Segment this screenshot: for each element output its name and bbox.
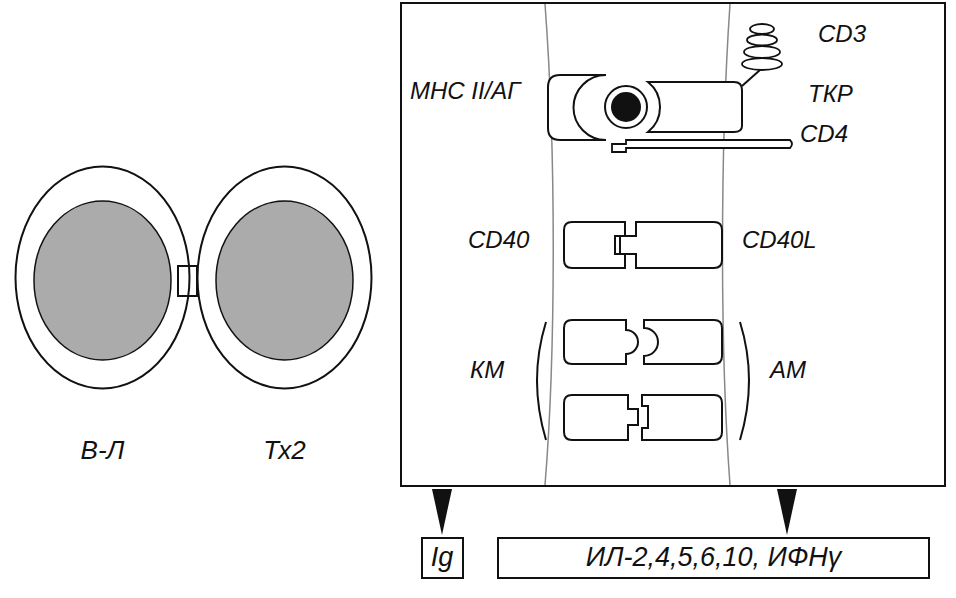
- molecule-label: CD40: [468, 226, 529, 254]
- product-label: ИЛ-2,4,5,6,10, ИФНγ: [499, 542, 928, 573]
- adhesion-molecule: [642, 395, 722, 440]
- molecule-label: МНС II/АГ: [410, 77, 520, 105]
- bracket: [740, 322, 749, 440]
- cd40l-molecule: [620, 222, 722, 268]
- contact-zone: [178, 266, 197, 296]
- output-arrow: [777, 489, 797, 535]
- cd4-molecule: [612, 140, 792, 152]
- mhc-molecule: [548, 75, 606, 140]
- molecule-label: CD3: [818, 20, 866, 48]
- molecule-label: АМ: [770, 356, 806, 384]
- adhesion-molecule: [644, 320, 722, 364]
- output-arrow: [432, 489, 452, 535]
- molecule-label: ТКР: [808, 80, 853, 108]
- antigen: [611, 92, 641, 122]
- cell-circle: В-Л: [14, 165, 191, 390]
- cd3-ring: [744, 46, 780, 58]
- cell-outline: [196, 165, 373, 390]
- bracket: [537, 322, 546, 440]
- adhesion-molecule: [564, 320, 638, 364]
- product-box: ИЛ-2,4,5,6,10, ИФНγ: [497, 537, 930, 579]
- t-cell-membrane: [723, 4, 731, 485]
- tcr-molecule: [648, 82, 742, 132]
- cd3-stem: [742, 70, 760, 86]
- cell-outline: [14, 165, 191, 390]
- product-box: Ig: [421, 537, 464, 579]
- cd40-molecule: [564, 222, 625, 268]
- cd3-ring: [747, 35, 777, 46]
- cell-circle: Тх2: [196, 165, 373, 390]
- cd3-ring: [742, 58, 782, 70]
- contact-panel: МНС II/АГ CD3ТКР CD4CD40 CD40L КМ АМ: [400, 2, 946, 487]
- adhesion-molecule: [564, 395, 638, 440]
- antigen-ring: [605, 86, 647, 128]
- molecule-label: CD40L: [742, 226, 817, 254]
- molecule-label: КМ: [470, 356, 504, 384]
- cd3-ring: [750, 24, 774, 34]
- cell-label: Тх2: [196, 436, 373, 466]
- molecule-label: CD4: [800, 120, 848, 148]
- product-label: Ig: [423, 542, 462, 573]
- cell-label: В-Л: [14, 436, 191, 466]
